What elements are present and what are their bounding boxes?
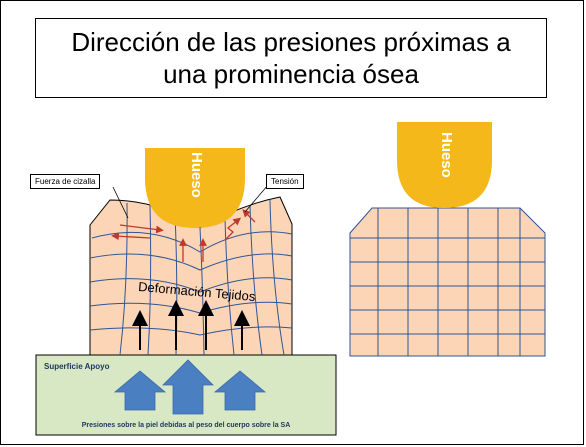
regular-grid xyxy=(350,208,545,356)
tension-callout: Tensión xyxy=(266,174,304,189)
title-line-1: Dirección de las presiones próximas a xyxy=(71,27,511,57)
slide-title: Dirección de las presiones próximas a un… xyxy=(35,18,547,98)
bone-left xyxy=(145,148,245,228)
pressure-caption: Presiones sobre la piel debidas al peso … xyxy=(81,422,291,429)
bone-label-right: Hueso xyxy=(438,132,455,178)
support-surface-label: Superficie Apoyo xyxy=(44,362,110,371)
upward-force-arrows xyxy=(132,300,250,350)
tension-leader xyxy=(244,184,269,213)
title-line-2: una prominencia ósea xyxy=(163,59,419,89)
pressure-arrows xyxy=(113,359,267,415)
undeformed-tissue xyxy=(349,207,546,357)
shear-leader xyxy=(112,186,129,219)
bone-label-left: Hueso xyxy=(188,152,205,198)
force-arrows xyxy=(111,209,256,262)
bone-right xyxy=(397,122,492,208)
shear-force-callout: Fuerza de cizalla xyxy=(30,174,101,189)
